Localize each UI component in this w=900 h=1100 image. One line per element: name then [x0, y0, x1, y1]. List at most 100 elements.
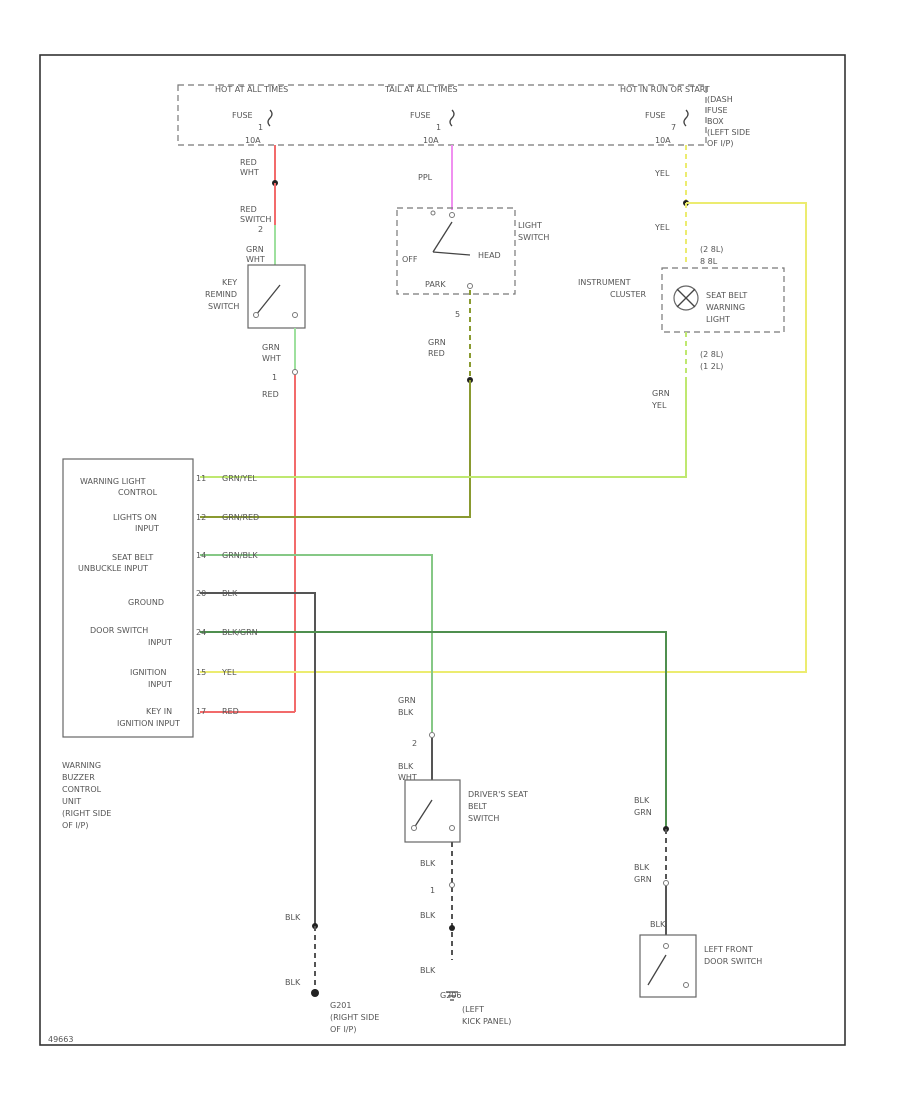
wire-blk-mid-2: 1	[430, 886, 435, 895]
fuse-loc-3: BOX	[707, 117, 724, 126]
figure-id: 49663	[48, 1035, 73, 1044]
module-pin-6-label-2: IGNITION INPUT	[117, 719, 180, 728]
drivers-seat-label-2: BELT	[468, 802, 487, 811]
cluster-pin-top2: 8 8L	[700, 257, 718, 266]
fuse-box: HOT AT ALL TIMES TAIL AT ALL TIMES HOT I…	[177, 84, 750, 148]
wire-grn-wht-bot-3: 1	[272, 373, 277, 382]
wire-red-bottom: RED	[262, 390, 279, 399]
wire-blk-left-1: BLK	[285, 913, 301, 922]
wire-red-sw-1: RED	[240, 205, 257, 214]
module-pin-6-num: 17	[196, 707, 206, 716]
module-pin-2-label-1: SEAT BELT	[112, 553, 153, 562]
module-pin-1-num: 12	[196, 513, 206, 522]
ground-g206-icon	[446, 991, 458, 1001]
module-pin-3-num: 20	[196, 589, 206, 598]
fuse-1-label: FUSE	[232, 111, 253, 120]
instrument-cluster-circuit: YEL YEL (2 8L) 8 8L INSTRUMENT CLUSTER S…	[200, 145, 807, 673]
wire-grn-wht-bot-1: GRN	[262, 343, 280, 352]
wire-blk-mid-1: BLK	[420, 859, 436, 868]
light-switch-head: HEAD	[478, 251, 501, 260]
module-pin-1-wire: GRN/RED	[222, 513, 259, 522]
wire-grn-wht-top-2: WHT	[246, 255, 265, 264]
fuse-1-amps: 10A	[245, 136, 261, 145]
wire-grn-blk-2: BLK	[398, 708, 414, 717]
wire-blk-grn-1b: GRN	[634, 808, 652, 817]
module-pin-3-label-1: GROUND	[128, 598, 164, 607]
module-pin-0-wire: GRN/YEL	[222, 474, 257, 483]
wire-blk-right: BLK	[650, 920, 666, 929]
fuse-loc-1: (DASH	[707, 95, 733, 104]
wire-red-wht-1: RED	[240, 158, 257, 167]
seat-belt-lamp-label-1: SEAT BELT	[706, 291, 747, 300]
module-pin-6-label-1: KEY IN	[146, 707, 172, 716]
fuse-hot-label-2: TAIL AT ALL TIMES	[384, 85, 458, 94]
ground-g201-label-2: (RIGHT SIDE	[330, 1013, 379, 1022]
module-pin-4-num: 24	[196, 628, 206, 637]
module-pin-4-label-1: DOOR SWITCH	[90, 626, 148, 635]
fuse-3-num: 7	[671, 123, 676, 132]
warning-buzzer-control-unit: WARNING LIGHT CONTROL 11 GRN/YEL LIGHTS …	[62, 458, 259, 830]
light-switch-circuit: PPL LIGHT SWITCH OFF HEAD PARK 5 GRN RED	[200, 145, 549, 518]
module-pin-5-wire: YEL	[221, 668, 237, 677]
fuse-1-num: 1	[258, 123, 263, 132]
door-switch-label-1: LEFT FRONT	[704, 945, 753, 954]
key-remind-switch: KEY REMIND SWITCH	[205, 264, 306, 329]
wire-blk-wht-1: BLK	[398, 762, 414, 771]
cluster-pin-top: (2 8L)	[700, 245, 723, 254]
fuse-2-num: 1	[436, 123, 441, 132]
red-wire-path: RED WHT RED SWITCH 2 GRN WHT	[240, 145, 278, 265]
module-pin-2-label-2: UNBUCKLE INPUT	[78, 564, 148, 573]
fuse-3-symbol	[683, 109, 689, 127]
wire-blk-grn-2a: BLK	[634, 863, 650, 872]
ground-g201-label-1: G201	[330, 1001, 351, 1010]
light-switch-label-1: LIGHT	[518, 221, 542, 230]
key-switch-label-2: REMIND	[205, 290, 237, 299]
wire-blk-grn-2b: GRN	[634, 875, 652, 884]
light-switch-off: OFF	[402, 255, 418, 264]
light-switch-park: PARK	[425, 280, 446, 289]
wire-blk-wht-2: WHT	[398, 773, 417, 782]
seat-belt-lamp-label-2: WARNING	[706, 303, 745, 312]
key-switch-label-1: KEY	[222, 278, 237, 287]
drivers-seat-label-3: SWITCH	[468, 814, 499, 823]
wire-grn-red-2: RED	[428, 349, 445, 358]
module-pin-2-wire: GRN/BLK	[222, 551, 258, 560]
module-pin-5-num: 15	[196, 668, 206, 677]
diagram-frame	[39, 54, 846, 1046]
wire-red-wht-2: WHT	[240, 168, 259, 177]
fuse-2-amps: 10A	[423, 136, 439, 145]
wire-blk-mid-3: BLK	[420, 911, 436, 920]
wire-ppl: PPL	[418, 173, 433, 182]
wire-blk-grn-1a: BLK	[634, 796, 650, 805]
wire-grn-red-1: GRN	[428, 338, 446, 347]
wire-red-sw-3: 2	[258, 225, 263, 234]
module-pin-5-label-1: IGNITION	[130, 668, 166, 677]
module-pin-0-num: 11	[196, 474, 206, 483]
wire-blk-left-2: BLK	[285, 978, 301, 987]
wire-yel-top: YEL	[654, 169, 670, 178]
module-pin-0-label-1: WARNING LIGHT	[80, 477, 146, 486]
module-pin-4-label-2: INPUT	[148, 638, 172, 647]
ground-g201-label-3: OF I/P)	[330, 1025, 356, 1034]
key-switch-label-3: SWITCH	[208, 302, 239, 311]
module-label-2: BUZZER	[62, 773, 95, 782]
seat-belt-lamp-label-3: LIGHT	[706, 315, 730, 324]
wire-grn-wht-top-1: GRN	[246, 245, 264, 254]
fuse-loc-2: FUSE	[707, 106, 728, 115]
ground-g206-label-3: KICK PANEL)	[462, 1017, 511, 1026]
module-ground-circuit: BLK BLK G201 (RIGHT SIDE OF I/P)	[200, 592, 379, 1034]
module-pin-6-wire: RED	[222, 707, 239, 716]
fuse-loc-4: (LEFT SIDE	[707, 128, 750, 137]
wire-grn-yel-1: GRN	[652, 389, 670, 398]
fuse-1-symbol	[267, 109, 273, 127]
module-label-3: CONTROL	[62, 785, 102, 794]
wire-grn-wht-bot-2: WHT	[262, 354, 281, 363]
module-label-5: (RIGHT SIDE	[62, 809, 111, 818]
wire-pin-5: 5	[455, 310, 460, 319]
wire-yel-mid: YEL	[654, 223, 670, 232]
fuse-2-symbol	[449, 109, 455, 127]
module-label-6: OF I/P)	[62, 821, 88, 830]
fuse-hot-label-3: HOT IN RUN OR START	[620, 85, 710, 94]
ground-g206-label-1: G206	[440, 991, 461, 1000]
